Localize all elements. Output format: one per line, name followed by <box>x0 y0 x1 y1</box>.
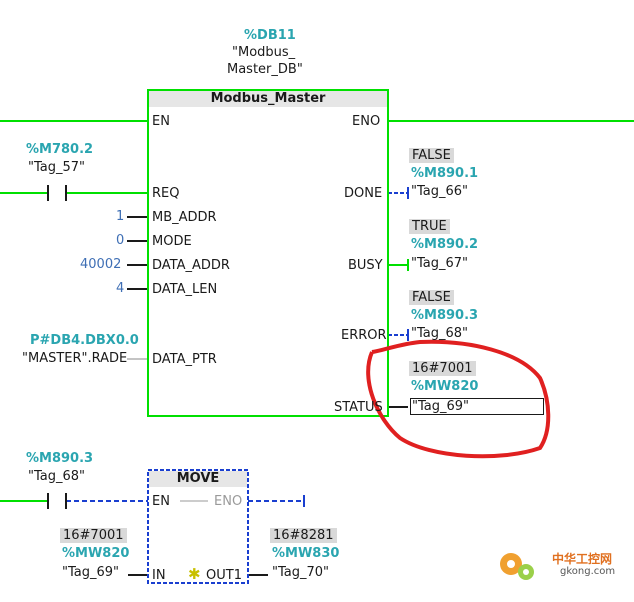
red-annotation-circle <box>366 339 551 459</box>
pin-data-addr: DATA_ADDR <box>152 258 230 273</box>
move-pin-en: EN <box>152 494 170 509</box>
data-ptr-address[interactable]: P#DB4.DBX0.0 <box>30 333 139 348</box>
done-address[interactable]: %M890.1 <box>411 166 479 181</box>
instance-db-name-1[interactable]: "Modbus_ <box>232 45 296 60</box>
gear-logo-icon <box>496 542 536 582</box>
move-out-tag[interactable]: "Tag_70" <box>272 565 330 580</box>
pin-mb-addr: MB_ADDR <box>152 210 217 225</box>
busy-value: TRUE <box>409 219 450 234</box>
move-in-value: 16#7001 <box>60 528 127 543</box>
done-value: FALSE <box>409 148 454 163</box>
mode-value[interactable]: 0 <box>116 233 125 248</box>
pin-done: DONE <box>344 186 383 201</box>
move-contact-address[interactable]: %M890.3 <box>26 451 94 466</box>
move-in-address[interactable]: %MW820 <box>62 546 130 561</box>
pin-status: STATUS <box>334 400 383 415</box>
move-out-address[interactable]: %MW830 <box>272 546 340 561</box>
pin-mode: MODE <box>152 234 192 249</box>
pin-busy: BUSY <box>348 258 383 273</box>
done-tag[interactable]: "Tag_66" <box>411 184 469 199</box>
asterisk-icon: ✱ <box>188 565 201 583</box>
move-out-value: 16#8281 <box>270 528 337 543</box>
req-contact-tag[interactable]: "Tag_57" <box>28 160 86 175</box>
error-value: FALSE <box>409 290 454 305</box>
pin-error: ERROR <box>341 328 387 343</box>
watermark-cn: 中华工控网 <box>552 552 613 566</box>
data-addr-value[interactable]: 40002 <box>80 257 122 272</box>
status-address[interactable]: %MW820 <box>411 379 479 394</box>
busy-address[interactable]: %M890.2 <box>411 237 479 252</box>
move-block-title[interactable]: MOVE <box>176 471 220 486</box>
instance-db-name-2[interactable]: Master_DB" <box>227 62 303 77</box>
move-pin-in: IN <box>152 568 166 583</box>
watermark-url: gkong.com <box>560 566 616 577</box>
req-contact-address[interactable]: %M780.2 <box>26 142 94 157</box>
move-in-tag[interactable]: "Tag_69" <box>62 565 120 580</box>
busy-tag[interactable]: "Tag_67" <box>411 256 469 271</box>
error-address[interactable]: %M890.3 <box>411 308 479 323</box>
pin-req: REQ <box>152 186 180 201</box>
data-len-value[interactable]: 4 <box>116 281 125 296</box>
move-contact-tag[interactable]: "Tag_68" <box>28 469 86 484</box>
error-tag[interactable]: "Tag_68" <box>411 326 469 341</box>
pin-en: EN <box>152 114 170 129</box>
move-pin-out1: OUT1 <box>206 568 242 583</box>
data-ptr-symbol[interactable]: "MASTER".RADE <box>22 351 128 366</box>
instance-db-address[interactable]: %DB11 <box>244 28 296 43</box>
pin-data-len: DATA_LEN <box>152 282 218 297</box>
status-value: 16#7001 <box>409 361 476 376</box>
pin-eno: ENO <box>352 114 381 129</box>
status-tag-field[interactable]: "Tag_69" <box>410 398 544 415</box>
mb-addr-value[interactable]: 1 <box>116 209 125 224</box>
pin-data-ptr: DATA_PTR <box>152 352 217 367</box>
modbus-master-title[interactable]: Modbus_Master <box>210 91 326 106</box>
move-pin-eno: ENO <box>214 494 243 509</box>
